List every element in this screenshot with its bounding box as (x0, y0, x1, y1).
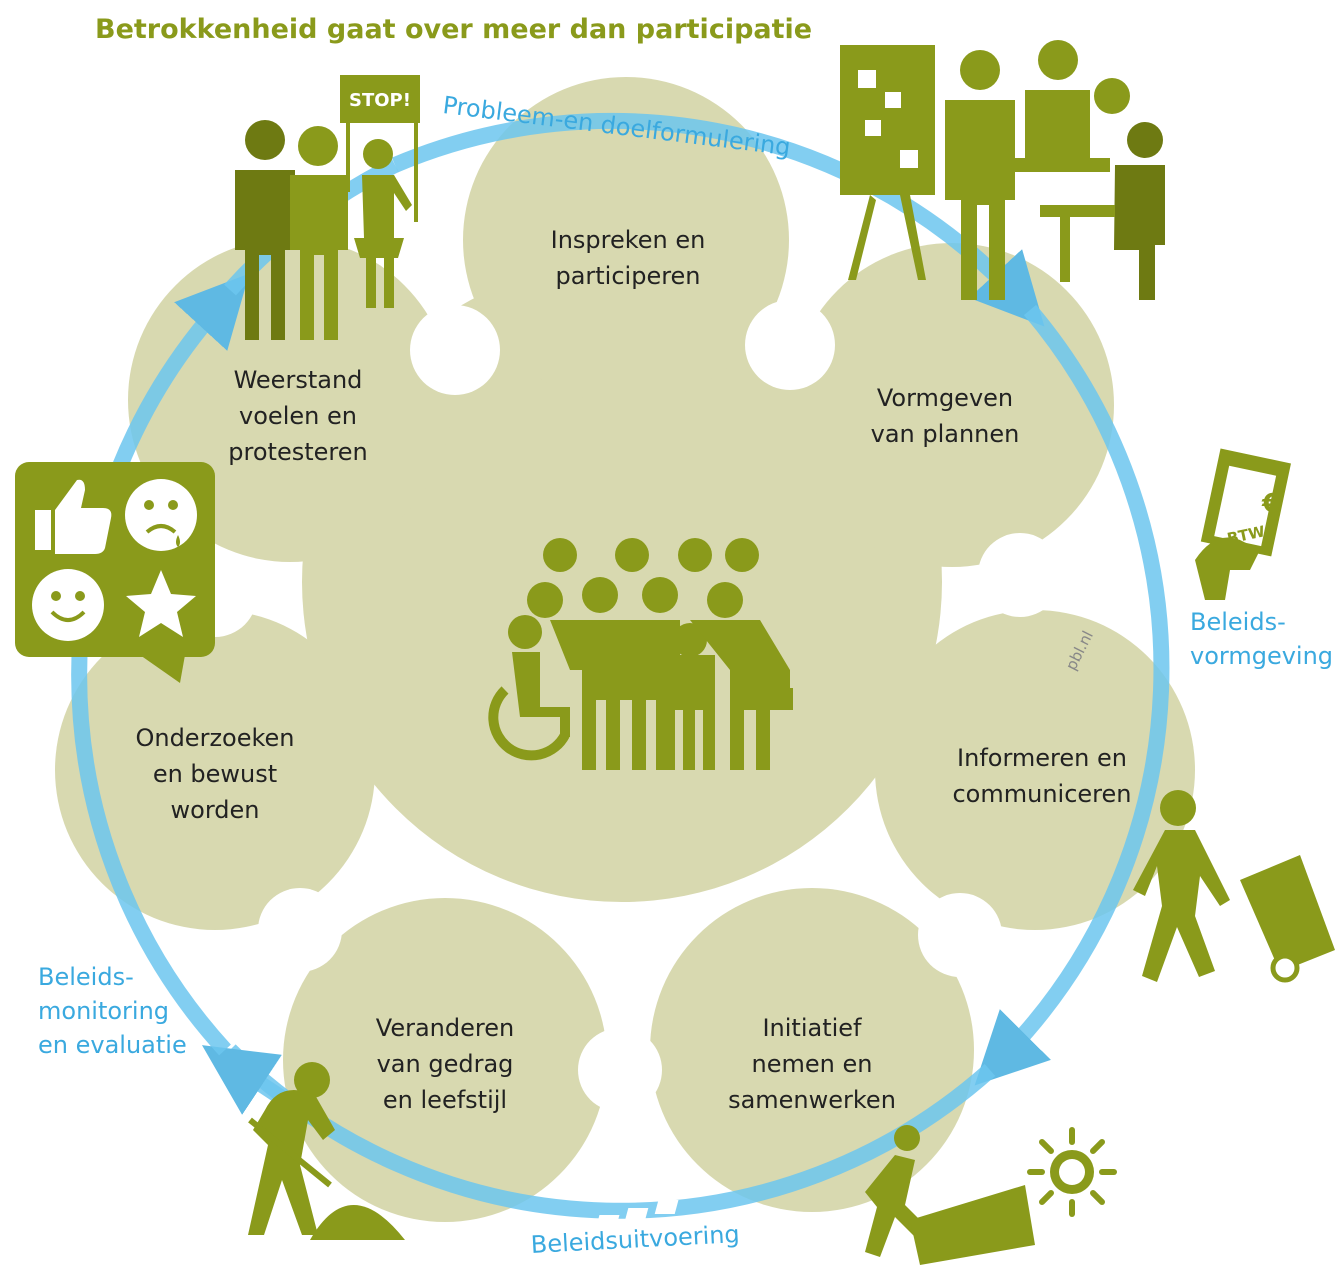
lobe-inspreken (463, 77, 789, 403)
lobe-label-initiatief: Initiatief nemen en samenwerken (692, 1010, 932, 1118)
lobe-line: van plannen (870, 420, 1020, 448)
lobe-label-onderzoeken: Onderzoeken en bewust worden (95, 720, 335, 828)
cycle-label-line: en evaluatie (38, 1031, 187, 1059)
cycle-label-line: Beleids- (38, 963, 134, 991)
protest-people-icon: STOP! (235, 75, 420, 340)
sun-icon (1027, 1127, 1117, 1217)
tax-form-icon: € BTW (1195, 448, 1291, 600)
cycle-label-vormgeving: Beleids- vormgeving (1190, 605, 1333, 673)
arc-probleem (391, 113, 1045, 327)
lobe-line: en leefstijl (382, 1086, 508, 1114)
lobe-line: Vormgeven (876, 384, 1014, 412)
cycle-label-line: Beleids- (1190, 608, 1286, 636)
lobe-label-weerstand: Weerstand voelen en protesteren (178, 362, 418, 470)
lobe-line: Informeren en (957, 744, 1127, 772)
lobe-label-vormgeven: Vormgeven van plannen (825, 380, 1065, 452)
wheelie-bin-icon (1133, 790, 1335, 983)
page-title: Betrokkenheid gaat over meer dan partici… (95, 14, 813, 45)
lobe-label-veranderen: Veranderen van gedrag en leefstijl (325, 1010, 565, 1118)
digging-worker-icon (248, 1062, 405, 1240)
lobe-line: samenwerken (728, 1086, 896, 1114)
lobe-line: van gedrag (376, 1050, 514, 1078)
euro-sign-text: € (1261, 489, 1280, 519)
cycle-label-monitoring: Beleids- monitoring en evaluatie (38, 960, 187, 1062)
lobe-informeren (875, 610, 1195, 930)
lobe-line: nemen en (751, 1050, 873, 1078)
lobe-line: worden (170, 796, 260, 824)
stop-sign-text: STOP! (349, 90, 411, 111)
lobe-line: Onderzoeken (135, 724, 295, 752)
lobe-line: en bewust (152, 760, 278, 788)
lobe-line: Inspreken en (550, 226, 706, 254)
flower-core (302, 262, 942, 902)
lobe-onderzoeken (55, 610, 375, 930)
arc-monitoring (71, 273, 250, 1056)
diverse-group-icon (488, 538, 793, 770)
lobe-line: communiceren (952, 780, 1132, 808)
solar-panel-worker-icon (595, 1125, 1035, 1265)
lobe-line: voelen en (239, 402, 357, 430)
lobe-line: Weerstand (233, 366, 363, 394)
arc-vormgeving (974, 304, 1170, 1086)
lobe-label-inspreken: Inspreken en participeren (508, 222, 748, 294)
cycle-label-line: vormgeving (1190, 642, 1334, 670)
cycle-label-line: monitoring (38, 997, 170, 1025)
lobe-line: Veranderen (375, 1014, 515, 1042)
lobe-line: Initiatief (762, 1014, 862, 1042)
lobe-line: participeren (555, 262, 701, 290)
lobe-label-informeren: Informeren en communiceren (922, 740, 1162, 812)
feedback-emoji-icon (15, 462, 215, 683)
lobe-line: protesteren (228, 438, 368, 466)
planning-meeting-icon (840, 40, 1165, 300)
